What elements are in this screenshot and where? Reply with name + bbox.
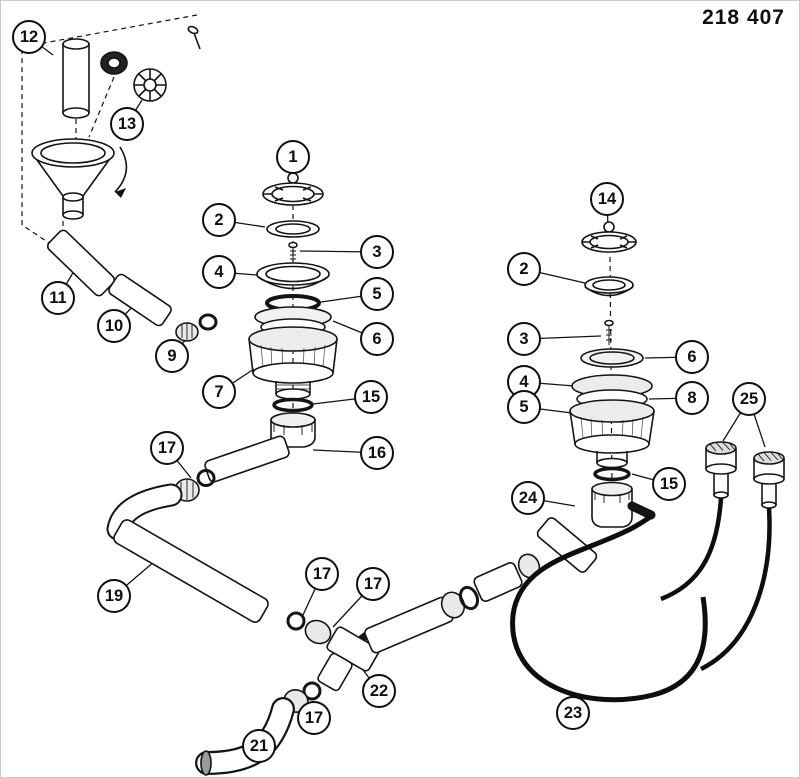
callout-12: 12 <box>12 20 46 54</box>
callout-8: 8 <box>675 381 709 415</box>
callout-10: 10 <box>97 309 131 343</box>
callout-5b: 5 <box>507 390 541 424</box>
second-tailpiece-oring <box>593 466 631 482</box>
callout-14: 14 <box>590 182 624 216</box>
callout-2b: 2 <box>507 252 541 286</box>
overflow-pipe <box>108 273 172 327</box>
oring-17a <box>196 469 216 487</box>
second-drain-stack <box>569 221 655 469</box>
callout-25: 25 <box>732 382 766 416</box>
overflow-tee-24 <box>536 481 656 573</box>
callout-19: 19 <box>97 579 131 613</box>
callout-9: 9 <box>155 339 189 373</box>
callout-5a: 5 <box>360 277 394 311</box>
callout-15b: 15 <box>652 467 686 501</box>
callout-16: 16 <box>360 436 394 470</box>
callout-1: 1 <box>276 140 310 174</box>
callout-3a: 3 <box>360 235 394 269</box>
main-drain-stack <box>248 172 338 400</box>
long-drain-pipe-19 <box>113 519 269 623</box>
callout-4a: 4 <box>202 255 236 289</box>
connector-pipe-16 <box>204 435 290 483</box>
callout-17b: 17 <box>305 557 339 591</box>
union-oring <box>458 585 480 611</box>
callout-17d: 17 <box>297 701 331 735</box>
main-tailpiece-oring <box>272 397 314 413</box>
overflow-elbow-pipe <box>46 229 116 297</box>
callout-17a: 17 <box>150 431 184 465</box>
callout-23: 23 <box>556 696 590 730</box>
elbow-end-cap <box>200 750 212 776</box>
callout-13: 13 <box>110 107 144 141</box>
overflow-standpipe <box>31 38 128 220</box>
union-nut <box>440 591 466 619</box>
callout-11: 11 <box>41 281 75 315</box>
callout-15a: 15 <box>354 380 388 414</box>
callout-21: 21 <box>242 729 276 763</box>
nut-17b <box>304 619 332 645</box>
callout-17c: 17 <box>356 567 390 601</box>
part-number: 218 407 <box>702 6 785 29</box>
callout-6b: 6 <box>675 340 709 374</box>
callout-7: 7 <box>202 375 236 409</box>
oring-17d <box>302 681 322 701</box>
overflow-hose-23 <box>510 514 708 703</box>
callout-24: 24 <box>511 481 545 515</box>
callout-3b: 3 <box>507 322 541 356</box>
remote-controls-25 <box>660 441 785 672</box>
callout-22: 22 <box>362 674 396 708</box>
callout-6a: 6 <box>360 322 394 356</box>
oring-17b <box>286 611 306 631</box>
callout-2a: 2 <box>202 203 236 237</box>
overflow-rosette <box>100 25 201 102</box>
overflow-oring <box>198 313 218 331</box>
